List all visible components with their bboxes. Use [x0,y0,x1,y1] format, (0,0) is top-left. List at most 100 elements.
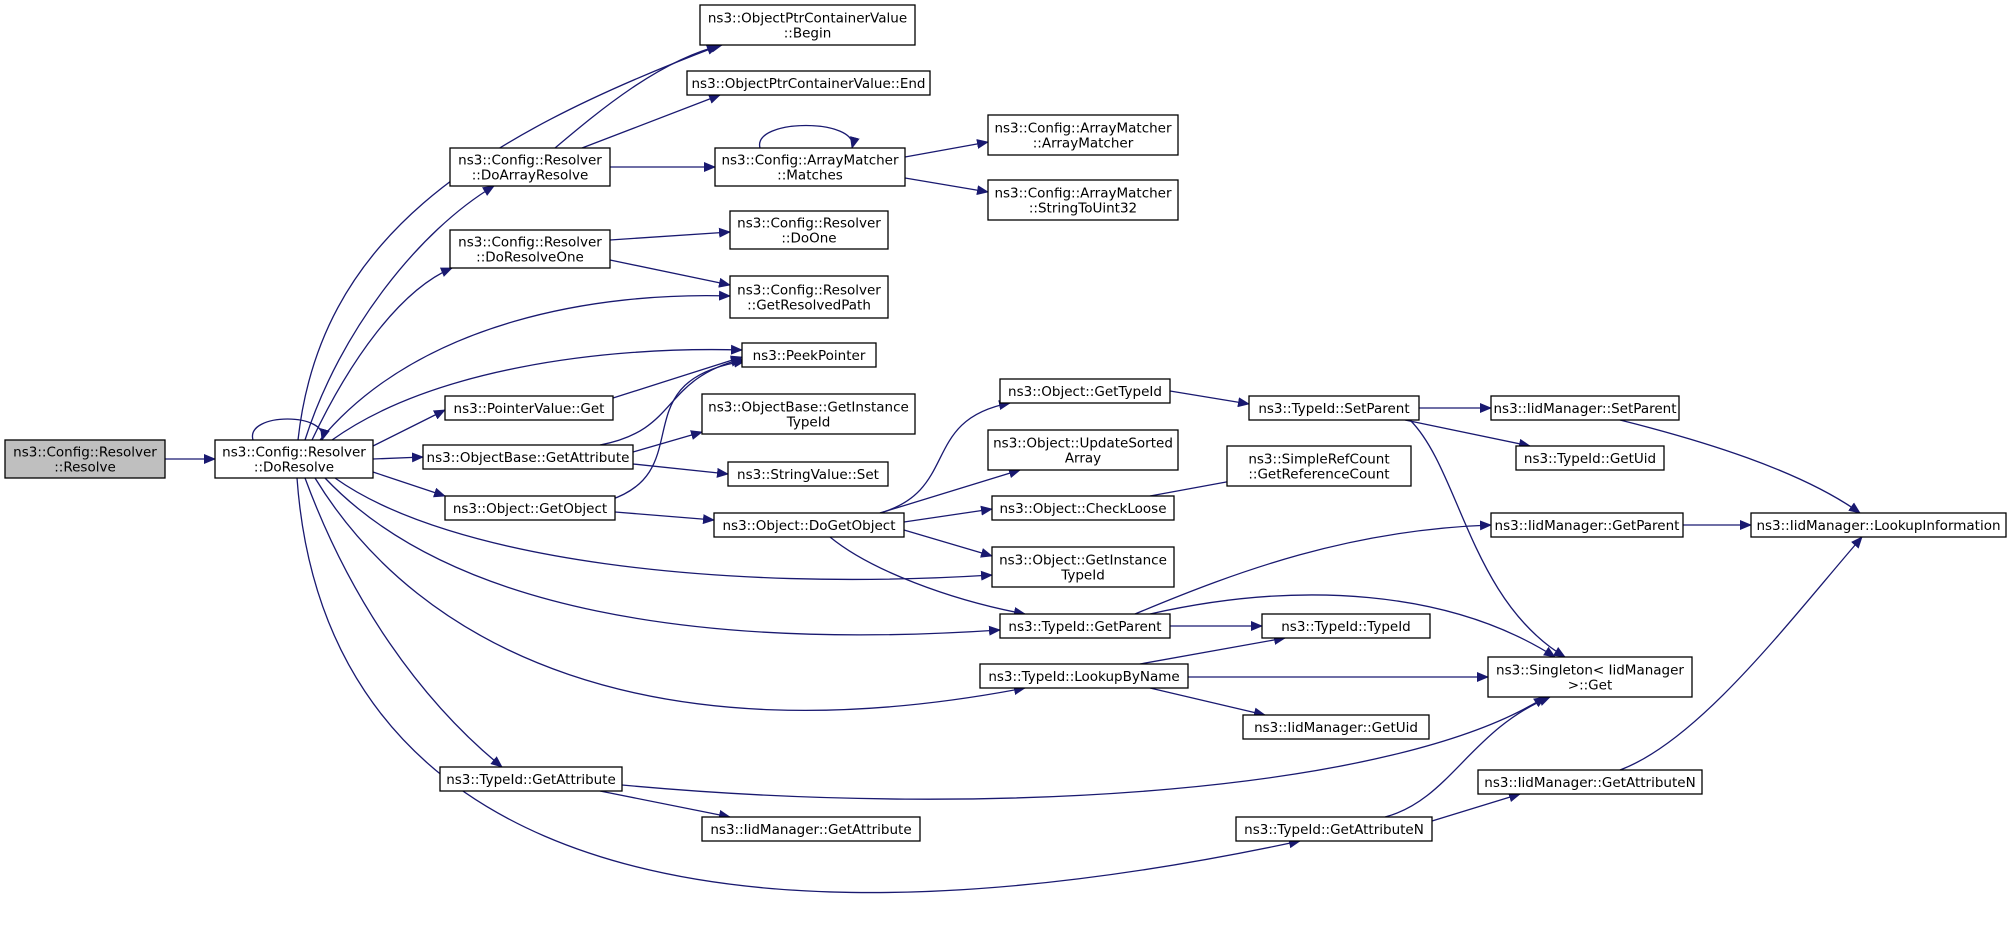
node-label: ns3::Config::Resolver [13,445,157,461]
node-iidmanagergetparent[interactable]: ns3::IidManager::GetParent [1490,512,1684,538]
node-box [1750,512,2007,538]
node-label: ns3::TypeId::GetAttribute [446,772,616,788]
node-box [444,495,616,521]
node-box [987,179,1179,221]
node-label: ::Resolve [54,460,116,476]
node-box [714,147,906,187]
node-typeidlookupbyname[interactable]: ns3::TypeId::LookupByName [979,663,1189,689]
edge-doresolve-to-opcvbegin [297,45,719,441]
node-label: ns3::ObjectBase::GetInstance [708,400,909,416]
node-box [991,546,1175,588]
node-pointervalueget[interactable]: ns3::PointerValue::Get [444,395,614,421]
node-arraymatcherstringtouint32[interactable]: ns3::Config::ArrayMatcher::StringToUint3… [987,179,1179,221]
node-box [999,378,1171,404]
node-opcvbegin[interactable]: ns3::ObjectPtrContainerValue::Begin [699,4,916,46]
node-doone[interactable]: ns3::Config::Resolver::DoOne [729,210,889,250]
edge-typeidlookupbyname-to-typeidtypeid [1139,635,1286,665]
node-box [449,229,611,269]
node-box [991,495,1175,521]
edge-doresolve-to-objectbasegetattribute [372,452,424,463]
node-doarrayresolve[interactable]: ns3::Config::Resolver::DoArrayResolve [449,147,611,187]
edge-objectgetobject-to-objectdogetobject [614,511,715,525]
node-label: ns3::IidManager::SetParent [1494,401,1677,417]
edge-objectdogetobject-to-objectgetinstancetypeid [903,529,993,558]
node-iidmanagergetattributen[interactable]: ns3::IidManager::GetAttributeN [1477,769,1703,795]
node-label: ns3::IidManager::GetParent [1495,518,1680,534]
edge-typeidgetparent-to-iidmanagergetparent [1134,520,1492,615]
node-label: ns3::Config::Resolver [458,153,602,169]
edge-doresolve-to-doresolveone [311,267,453,441]
node-label: ns3::Object::CheckLoose [999,501,1166,517]
node-doresolveone[interactable]: ns3::Config::Resolver::DoResolveOne [449,229,611,269]
node-box [729,210,889,250]
node-box [713,512,905,538]
node-typeidgetparent[interactable]: ns3::TypeId::GetParent [999,613,1171,639]
edge-typeidsetparent-to-singletonget [1409,419,1566,658]
node-label: ns3::IidManager::LookupInformation [1756,518,2000,534]
node-simplerefcount[interactable]: ns3::SimpleRefCount::GetReferenceCount [1226,445,1412,487]
edge-objectdogetobject-to-typeidgetparent [829,536,1026,617]
node-box [686,70,931,96]
edge-doresolve-to-typeidgetattribute [304,477,503,768]
node-label: ::DoResolve [254,460,334,476]
node-typeidgetuid[interactable]: ns3::TypeId::GetUid [1515,445,1665,471]
node-singletonget[interactable]: ns3::Singleton< IidManager>::Get [1487,656,1693,698]
node-label: ns3::IidManager::GetAttributeN [1484,775,1695,791]
node-label: ns3::PointerValue::Get [454,401,605,417]
node-label: ns3::Config::Resolver [458,235,602,251]
node-peekpointer[interactable]: ns3::PeekPointer [741,342,877,368]
node-label: ns3::Config::Resolver [222,445,366,461]
edge-arraymatchermatches-to-arraymatchermatches [759,124,860,149]
node-opcvend[interactable]: ns3::ObjectPtrContainerValue::End [686,70,931,96]
node-doresolve[interactable]: ns3::Config::Resolver::DoResolve [214,439,374,479]
edge-iidmanagersetparent-to-iidmanagerlookupinformation [1619,419,1861,514]
node-box [449,147,611,187]
node-box [1477,769,1703,795]
node-typeidtypeid[interactable]: ns3::TypeId::TypeId [1261,613,1431,639]
node-label: ns3::TypeId::LookupByName [988,669,1179,685]
node-arraymatchermatches[interactable]: ns3::Config::ArrayMatcher::Matches [714,147,906,187]
node-box [727,461,889,487]
edge-doresolve-to-peekpointer [331,344,743,441]
node-typeidsetparent[interactable]: ns3::TypeId::SetParent [1248,395,1420,421]
edge-doresolve-to-objectgetinstancetypeid [334,477,993,581]
node-typeidgetattribute[interactable]: ns3::TypeId::GetAttribute [439,766,623,792]
node-resolve[interactable]: ns3::Config::Resolver::Resolve [4,439,166,479]
node-label: ::Begin [784,26,832,42]
node-label: ::DoArrayResolve [472,168,589,184]
edge-typeidsetparent-to-typeidgetuid [1404,419,1531,449]
node-box [1235,816,1433,842]
node-arraymatcherarraymatcher[interactable]: ns3::Config::ArrayMatcher::ArrayMatcher [987,114,1179,156]
node-iidmanagersetparent[interactable]: ns3::IidManager::SetParent [1490,395,1680,421]
edge-doresolveone-to-getresolvedpath [609,259,731,288]
node-label: ns3::TypeId::GetAttributeN [1244,822,1424,838]
edges-layer [165,42,1863,894]
node-label: ::Matches [777,168,843,184]
node-stringvalueset[interactable]: ns3::StringValue::Set [727,461,889,487]
node-box [729,275,889,319]
node-box [422,444,634,470]
node-box [987,114,1179,156]
node-objectgettypeid[interactable]: ns3::Object::GetTypeId [999,378,1171,404]
node-objectdogetobject[interactable]: ns3::Object::DoGetObject [713,512,905,538]
edge-doresolve-to-objectgetobject [372,471,446,498]
node-typeidgetattributen[interactable]: ns3::TypeId::GetAttributeN [1235,816,1433,842]
node-getresolvedpath[interactable]: ns3::Config::Resolver::GetResolvedPath [729,275,889,319]
node-iidmanagerlookupinformation[interactable]: ns3::IidManager::LookupInformation [1750,512,2007,538]
node-label: ::DoResolveOne [476,250,584,266]
node-iidmanagergetuid[interactable]: ns3::IidManager::GetUid [1242,714,1430,740]
node-objectbasegetattribute[interactable]: ns3::ObjectBase::GetAttribute [422,444,634,470]
node-box [741,342,877,368]
edge-doresolveone-to-doone [609,227,731,241]
node-label: ns3::Object::UpdateSorted [993,436,1173,452]
edge-doresolve-to-doarrayresolve [304,185,495,441]
node-label: TypeId [1060,568,1105,584]
node-objectgetobject[interactable]: ns3::Object::GetObject [444,495,616,521]
node-label: ns3::ObjectBase::GetAttribute [427,450,630,466]
node-iidmanagergetattribute[interactable]: ns3::IidManager::GetAttribute [701,816,921,842]
edge-objectgettypeid-to-typeidsetparent [1169,390,1250,408]
node-objectcheckloose[interactable]: ns3::Object::CheckLoose [991,495,1175,521]
